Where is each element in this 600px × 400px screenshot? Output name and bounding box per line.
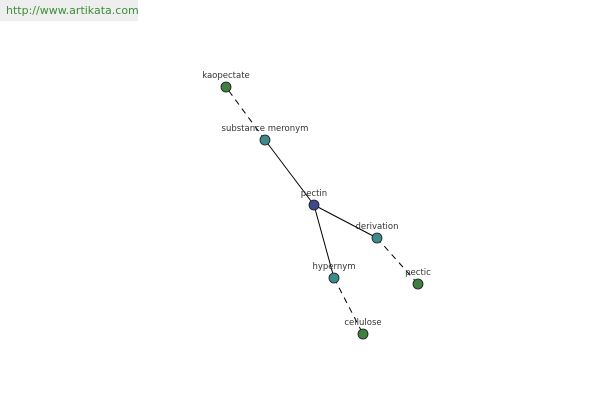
node-kaopectate-dot[interactable] (220, 81, 232, 93)
site-url-link[interactable]: http://www.artikata.com (6, 4, 139, 17)
node-substance-meronym-dot[interactable] (259, 134, 271, 146)
node-pectic-label: pectic (405, 268, 431, 278)
node-cellulose-label: cellulose (344, 318, 381, 328)
node-pectic-dot[interactable] (412, 278, 424, 290)
node-cellulose[interactable]: cellulose (344, 318, 382, 340)
node-pectic[interactable]: pectic (405, 268, 431, 290)
node-pectin[interactable]: pectin (301, 189, 327, 211)
node-kaopectate-label: kaopectate (202, 71, 250, 81)
node-derivation[interactable]: derivation (355, 222, 399, 244)
edge-pectin-hypernym (313, 204, 335, 279)
edge-pectin-derivation (313, 204, 378, 239)
node-hypernym-label: hypernym (312, 262, 355, 272)
edge-pectin-substance-meronym (264, 139, 315, 206)
node-substance-meronym[interactable]: substance meronym (222, 124, 309, 146)
graph-edges (225, 86, 419, 335)
node-derivation-label: derivation (355, 222, 398, 232)
node-cellulose-dot[interactable] (357, 328, 369, 340)
site-banner: http://www.artikata.com (0, 0, 139, 21)
node-derivation-dot[interactable] (371, 232, 383, 244)
node-hypernym-dot[interactable] (328, 272, 340, 284)
node-pectin-label: pectin (301, 189, 327, 199)
node-pectin-dot[interactable] (308, 199, 320, 211)
node-kaopectate[interactable]: kaopectate (202, 71, 250, 93)
graph-nodes: pectin substance meronym derivation hyperny… (202, 71, 431, 340)
node-substance-meronym-label: substance meronym (222, 124, 309, 134)
node-hypernym[interactable]: hypernym (312, 262, 356, 284)
